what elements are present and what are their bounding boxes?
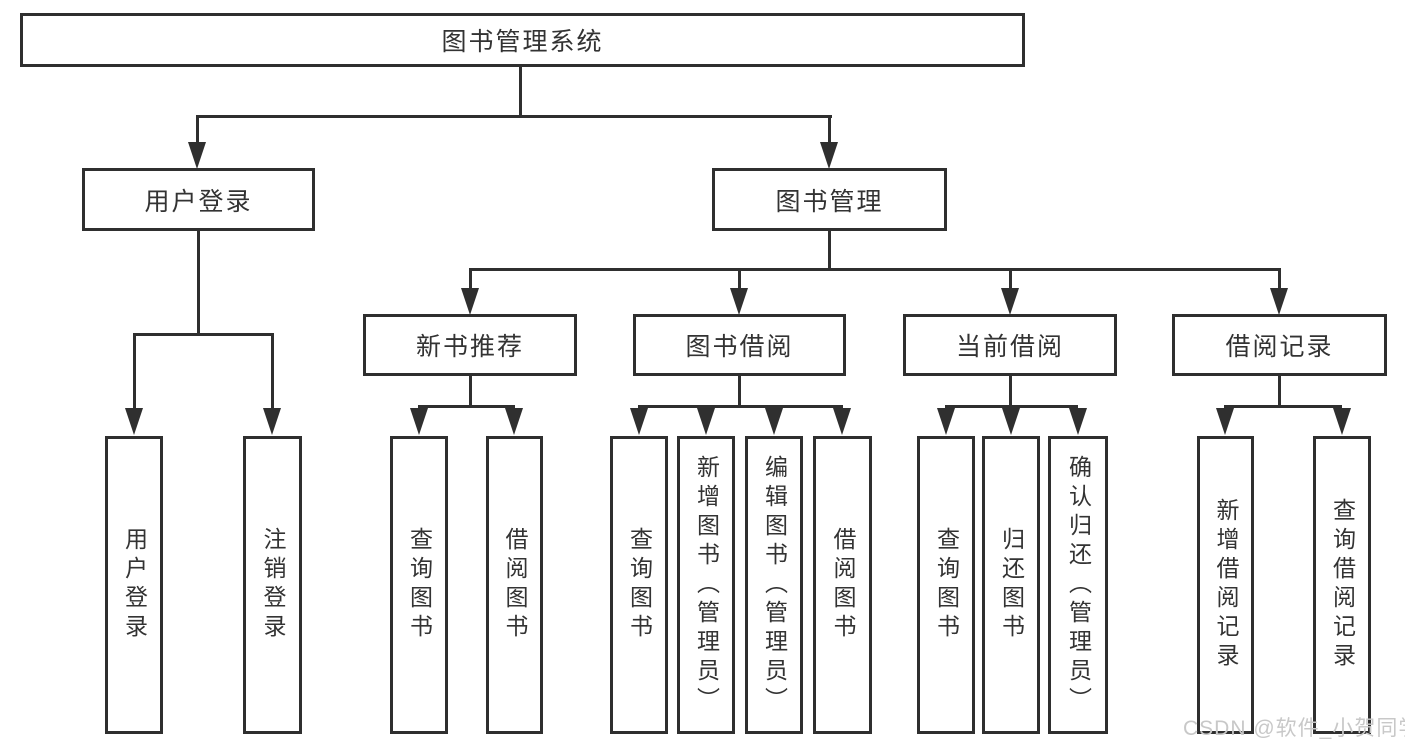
leaf-confirm-return-admin: 确认归还（管理员） bbox=[1048, 436, 1108, 734]
leaf-borrowing-borrow-books: 借阅图书 bbox=[813, 436, 872, 734]
connector-mgmt-split bbox=[469, 268, 1281, 271]
leaf-edit-book-admin: 编辑图书（管理员） bbox=[745, 436, 803, 734]
arrowhead-new-book bbox=[461, 288, 479, 315]
leaf-add-borrow-record-label: 新增借阅记录 bbox=[1213, 498, 1239, 672]
connector-stem-user-login bbox=[196, 115, 199, 145]
leaf-confirm-return-admin-label: 确认归还（管理员） bbox=[1065, 454, 1092, 716]
leaf-add-borrow-record: 新增借阅记录 bbox=[1197, 436, 1254, 734]
arrowhead-records-query bbox=[1333, 408, 1351, 435]
connector-stem-leaf-logout bbox=[271, 333, 274, 409]
node-borrow-records: 借阅记录 bbox=[1172, 314, 1387, 376]
leaf-newbook-borrow-books-label: 借阅图书 bbox=[502, 527, 528, 643]
node-book-borrowing: 图书借阅 bbox=[633, 314, 846, 376]
node-user-login-label: 用户登录 bbox=[144, 187, 253, 216]
leaf-user-login: 用户登录 bbox=[105, 436, 163, 734]
arrowhead-leaf-login bbox=[125, 408, 143, 435]
arrowhead-newbook-query bbox=[410, 408, 428, 435]
leaf-newbook-query-books-label: 查询图书 bbox=[406, 527, 433, 643]
node-root-label: 图书管理系统 bbox=[441, 28, 604, 56]
leaf-return-books-label: 归还图书 bbox=[998, 527, 1025, 643]
watermark-text: CSDN @软件_小贺同学 bbox=[1183, 717, 1405, 740]
leaf-borrowing-query-books-label: 查询图书 bbox=[626, 527, 653, 643]
arrowhead-borrowing-query bbox=[630, 408, 648, 435]
connector-records-substem bbox=[1278, 376, 1281, 407]
arrowhead-current-query bbox=[937, 408, 955, 435]
node-new-book-recommend-label: 新书推荐 bbox=[415, 333, 524, 361]
arrowhead-borrowing-add bbox=[697, 408, 715, 435]
arrowhead-borrowing-borrow bbox=[833, 408, 851, 435]
leaf-borrowing-borrow-books-label: 借阅图书 bbox=[830, 527, 856, 643]
connector-records-split bbox=[1224, 405, 1342, 408]
connector-borrowing-split bbox=[638, 405, 843, 408]
leaf-add-book-admin: 新增图书（管理员） bbox=[677, 436, 735, 734]
arrowhead-book-mgmt bbox=[820, 142, 838, 169]
leaf-query-borrow-record-label: 查询借阅记录 bbox=[1329, 498, 1356, 672]
arrowhead-current-confirm bbox=[1069, 408, 1087, 435]
arrowhead-records-add bbox=[1216, 408, 1234, 435]
node-new-book-recommend: 新书推荐 bbox=[363, 314, 577, 376]
leaf-borrowing-query-books: 查询图书 bbox=[610, 436, 668, 734]
connector-borrowing-substem bbox=[738, 376, 741, 407]
leaf-return-books: 归还图书 bbox=[982, 436, 1040, 734]
node-book-borrowing-label: 图书借阅 bbox=[685, 333, 794, 361]
connector-login-split bbox=[133, 333, 274, 336]
leaf-logout-label: 注销登录 bbox=[260, 527, 286, 643]
connector-stem-records bbox=[1278, 268, 1281, 290]
arrowhead-current bbox=[1001, 288, 1019, 315]
leaf-edit-book-admin-label: 编辑图书（管理员） bbox=[761, 454, 788, 716]
leaf-newbook-query-books: 查询图书 bbox=[390, 436, 448, 734]
connector-newbook-split bbox=[418, 405, 515, 408]
arrowhead-records bbox=[1270, 288, 1288, 315]
connector-root-split bbox=[196, 115, 832, 118]
arrowhead-leaf-logout bbox=[263, 408, 281, 435]
connector-stem-book-mgmt bbox=[828, 115, 831, 145]
node-user-login: 用户登录 bbox=[82, 168, 315, 231]
connector-current-split bbox=[945, 405, 1078, 408]
connector-current-substem bbox=[1009, 376, 1012, 407]
connector-stem-borrowing bbox=[738, 268, 741, 290]
node-book-management: 图书管理 bbox=[712, 168, 947, 231]
node-book-management-label: 图书管理 bbox=[775, 187, 884, 216]
connector-mgmt-stem bbox=[828, 231, 831, 271]
node-current-borrowing-label: 当前借阅 bbox=[955, 333, 1064, 361]
connector-stem-leaf-login bbox=[133, 333, 136, 409]
connector-newbook-stem bbox=[469, 376, 472, 407]
arrowhead-current-return bbox=[1002, 408, 1020, 435]
leaf-user-login-label: 用户登录 bbox=[121, 527, 148, 643]
arrowhead-borrowing-edit bbox=[765, 408, 783, 435]
connector-root-stem bbox=[519, 67, 522, 117]
arrowhead-newbook-borrow bbox=[505, 408, 523, 435]
connector-stem-new-book bbox=[469, 268, 472, 290]
arrowhead-user-login bbox=[188, 142, 206, 169]
leaf-logout: 注销登录 bbox=[243, 436, 302, 734]
node-root: 图书管理系统 bbox=[20, 13, 1025, 67]
arrowhead-borrowing bbox=[730, 288, 748, 315]
node-current-borrowing: 当前借阅 bbox=[903, 314, 1117, 376]
connector-login-stem bbox=[197, 231, 200, 335]
leaf-current-query-books: 查询图书 bbox=[917, 436, 975, 734]
connector-stem-current bbox=[1009, 268, 1012, 290]
node-borrow-records-label: 借阅记录 bbox=[1225, 333, 1334, 361]
leaf-add-book-admin-label: 新增图书（管理员） bbox=[693, 454, 720, 716]
leaf-query-borrow-record: 查询借阅记录 bbox=[1313, 436, 1371, 734]
leaf-newbook-borrow-books: 借阅图书 bbox=[486, 436, 543, 734]
leaf-current-query-books-label: 查询图书 bbox=[933, 527, 960, 643]
